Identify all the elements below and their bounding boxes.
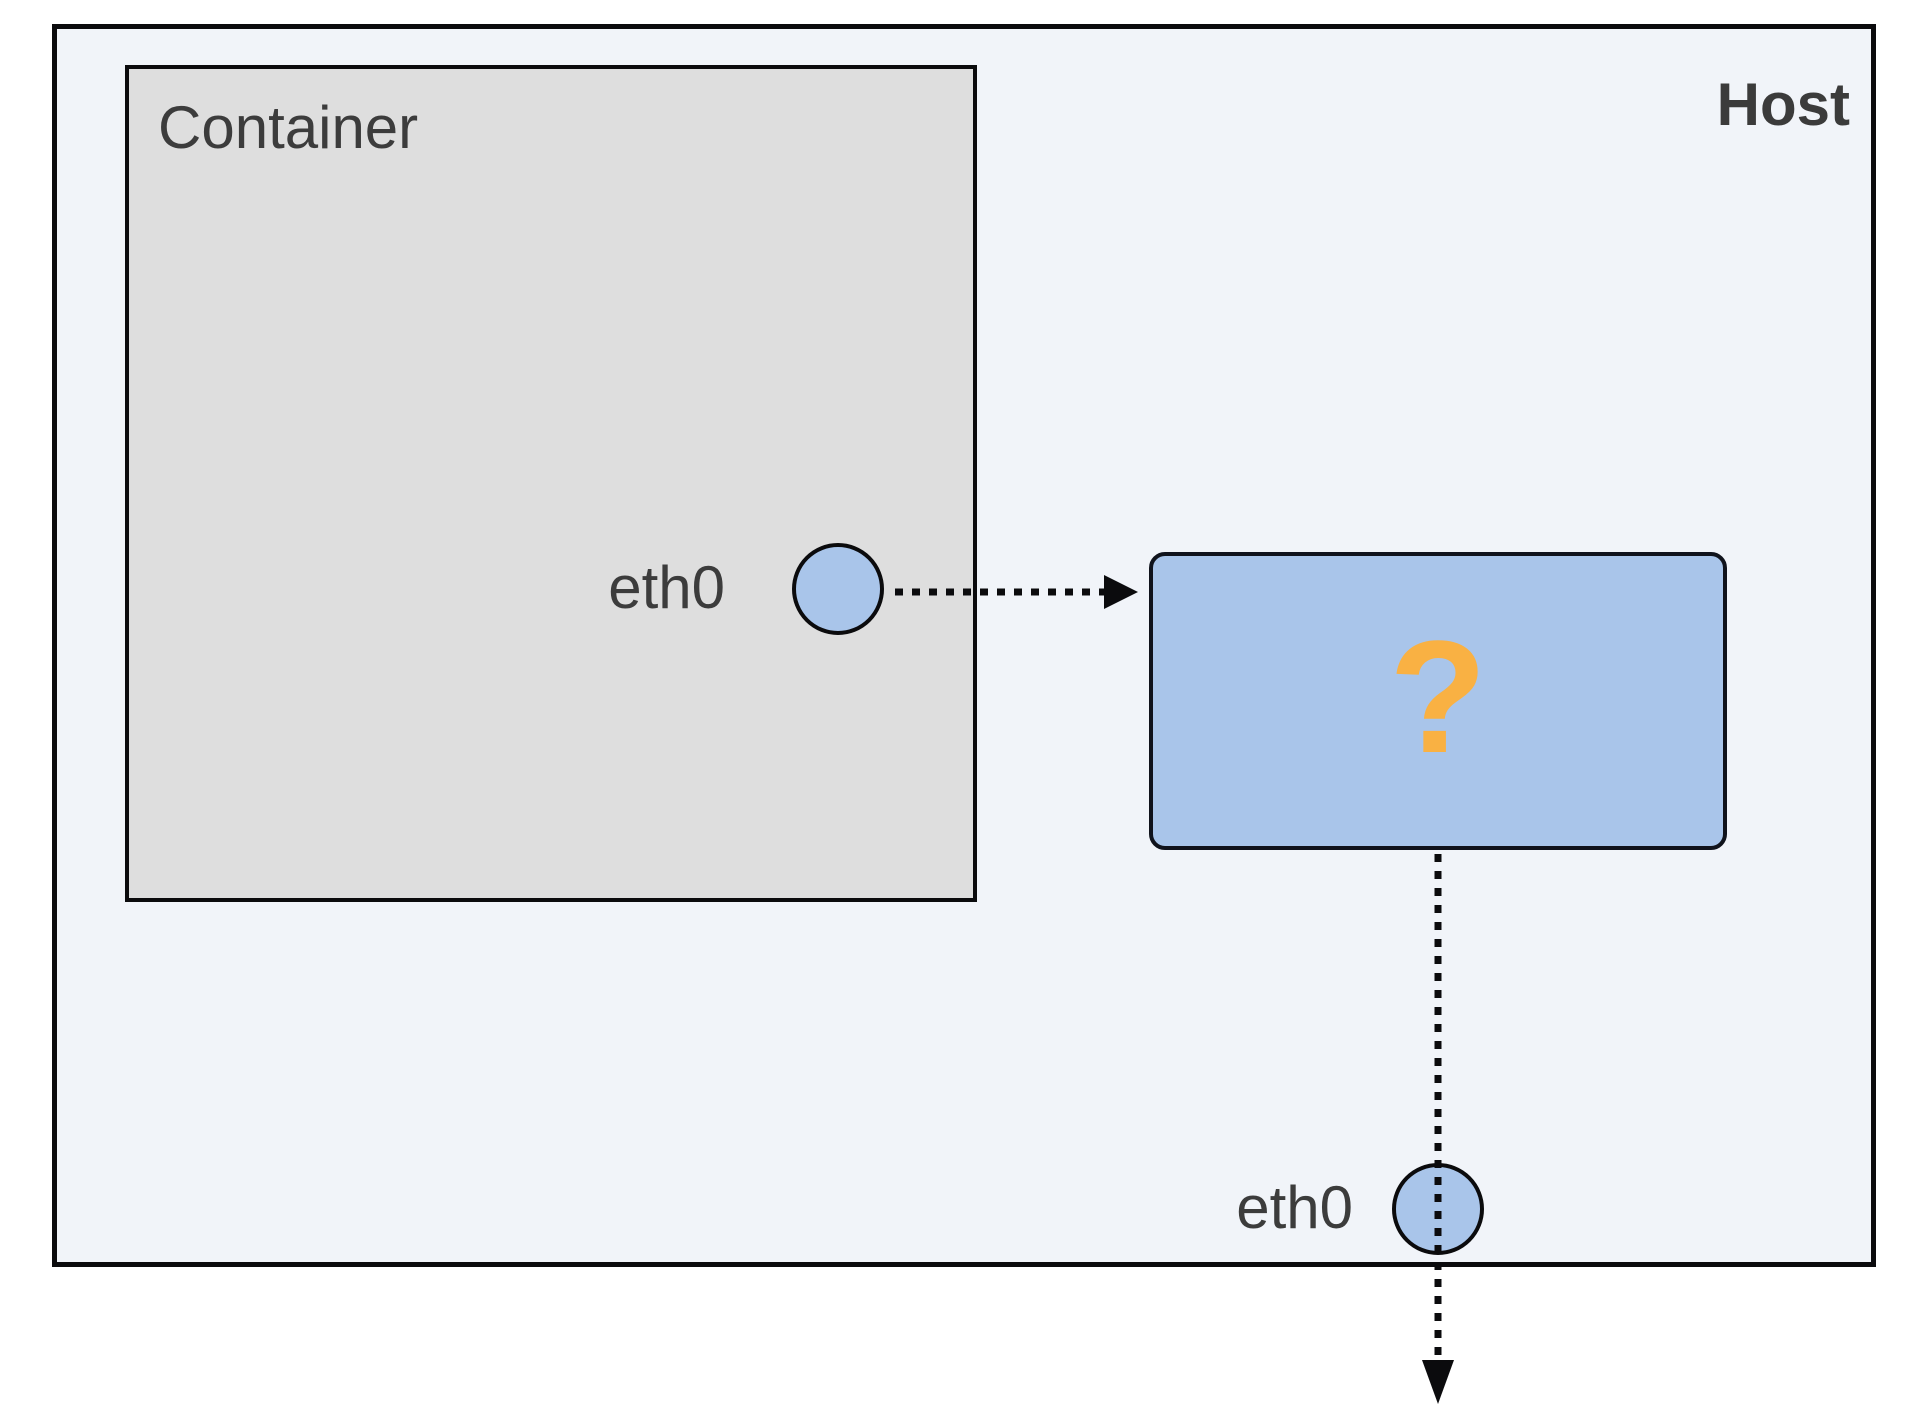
mystery-box: ? — [1149, 552, 1727, 850]
host-label: Host — [1716, 71, 1850, 138]
dotted-arrow-right-icon — [895, 575, 1138, 609]
host-eth0-label: eth0 — [1236, 1174, 1353, 1241]
container-eth0-port-circle — [792, 543, 884, 635]
container-box — [125, 65, 977, 902]
question-mark: ? — [1389, 607, 1487, 786]
dotted-arrow-down-icon — [1422, 854, 1454, 1404]
container-label: Container — [158, 94, 419, 161]
container-eth0-label: eth0 — [608, 554, 725, 621]
